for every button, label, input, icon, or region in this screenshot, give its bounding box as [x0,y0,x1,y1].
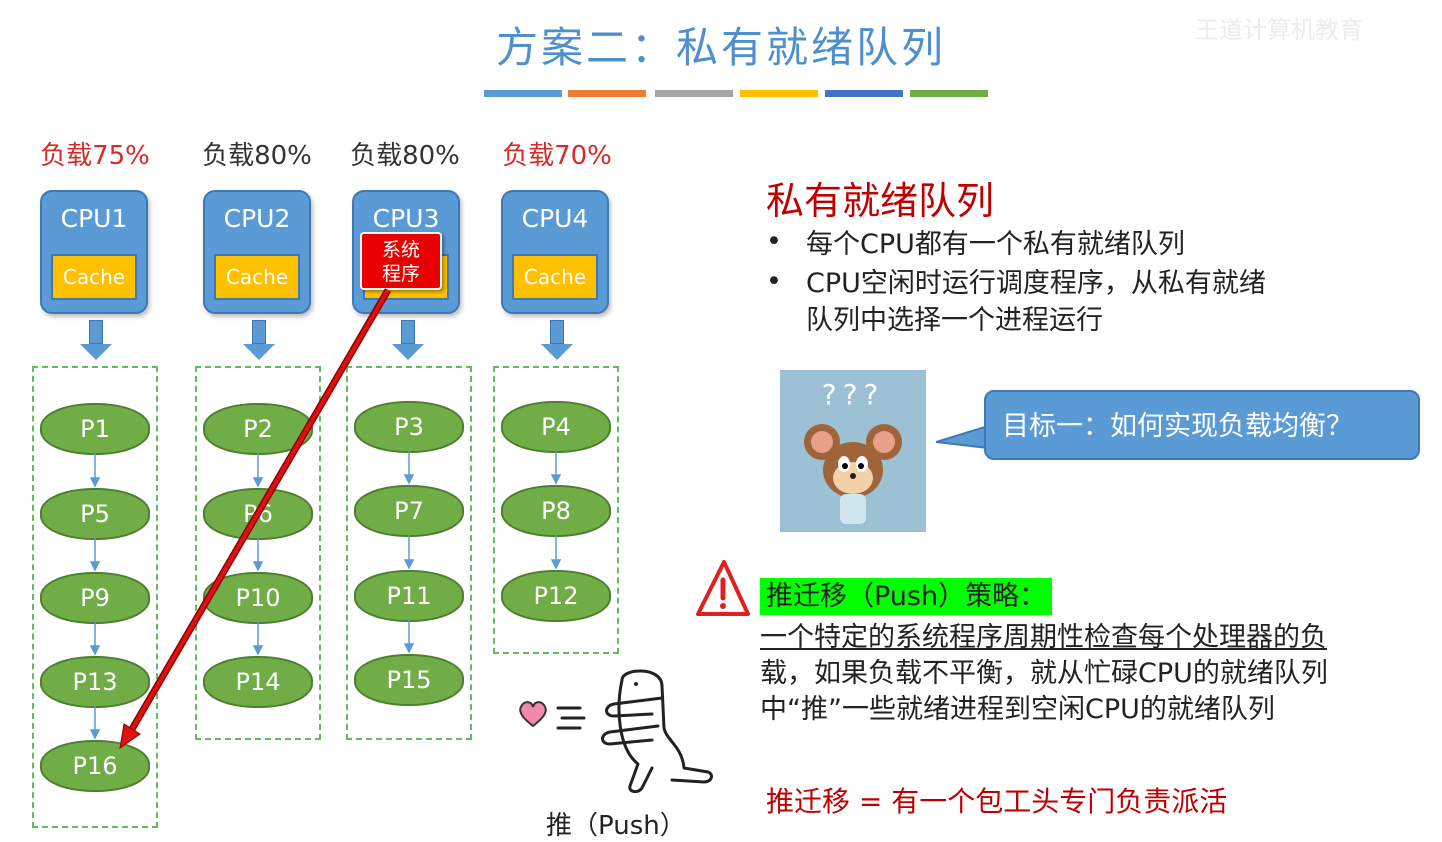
goal-callout: 目标一：如何实现负载均衡？ [984,390,1420,460]
cpu2-cache: Cache [214,254,300,300]
bullet-text-continued: 队列中选择一个进程运行 [806,305,1103,336]
cpu1-load-label: 负载75% [40,141,150,171]
ready-queue-cpu3 [346,366,472,740]
push-desc-line2: 载，如果负载不平衡，就从忙碌CPU的就绪队列 [760,658,1328,689]
push-analogy: 推迁移 = 有一个包工头专门负责派活 [766,785,1228,818]
push-desc-line3: 中“推”一些就绪进程到空闲CPU的就绪队列 [760,694,1275,725]
watermark: 王道计算机教育 [1195,16,1363,44]
bubble-pointer [936,424,988,450]
cpu1-box: CPU1 Cache [40,190,148,314]
cpu4-cache: Cache [512,254,598,300]
ready-queue-cpu1 [32,366,158,828]
cpu3-load-label: 负载80% [350,141,460,171]
arrow-down-icon [80,320,112,360]
process-node: P14 [203,656,313,708]
accent-bar-blue [484,90,562,97]
accent-bar-yellow [740,90,818,97]
process-node: P15 [354,654,464,706]
cpu1-label: CPU1 [60,204,128,233]
confused-mouse-icon: ??? [780,370,926,532]
ready-queue-cpu2 [195,366,321,740]
accent-bar-orange [568,90,646,97]
process-node: P2 [203,403,313,455]
arrow-down-icon [541,320,573,360]
cpu4-load-label: 负载70% [502,141,612,171]
push-strategy-heading: 推迁移（Push）策略： [760,578,1053,615]
process-node: P9 [40,572,150,624]
system-program-box: 系统 程序 [360,232,442,290]
cpu2-load-label: 负载80% [202,141,312,171]
push-migration-arrow [119,288,392,750]
cpu4-label: CPU4 [521,204,589,233]
system-program-line1: 系统 [381,239,420,261]
bullet-dot: • [766,226,782,257]
process-node: P13 [40,656,150,708]
bullet-text: CPU空闲时运行调度程序，从私有就绪 [806,268,1266,299]
arrow-down-icon [392,320,424,360]
queue-links [89,451,562,740]
push-figure-icon [556,669,713,794]
process-node: P1 [40,403,150,455]
heart-icon [519,701,547,728]
accent-bar-darkblue [825,90,903,97]
cpu3-label: CPU3 [372,204,440,233]
push-desc-line1: 一个特定的系统程序周期性检查每个处理器的负 [760,622,1327,653]
cpu2-label: CPU2 [223,204,291,233]
page-title: 方案二：私有就绪队列 [495,23,946,72]
arrow-down-icon [243,320,275,360]
process-node: P12 [501,570,611,622]
mouse-caption: ??? [821,378,885,411]
push-figure-label: 推（Push） [546,811,686,841]
process-node: P8 [501,485,611,537]
ready-queue-cpu4 [493,366,619,654]
bullet-text: 每个CPU都有一个私有就绪队列 [806,229,1185,260]
accent-bar-gray [655,90,733,97]
push-strategy-description: 一个特定的系统程序周期性检查每个处理器的负 载，如果负载不平衡，就从忙碌CPU的… [760,620,1430,728]
bullet-dot: • [766,266,782,297]
section-title: 私有就绪队列 [766,179,995,223]
cpu2-box: CPU2 Cache [203,190,311,314]
system-program-line2: 程序 [381,263,420,285]
process-node: P16 [40,740,150,792]
process-node: P3 [354,401,464,453]
cpu4-box: CPU4 Cache [501,190,609,314]
cpu1-cache: Cache [51,254,137,300]
accent-bar-green [910,90,988,97]
warning-icon [696,560,750,616]
